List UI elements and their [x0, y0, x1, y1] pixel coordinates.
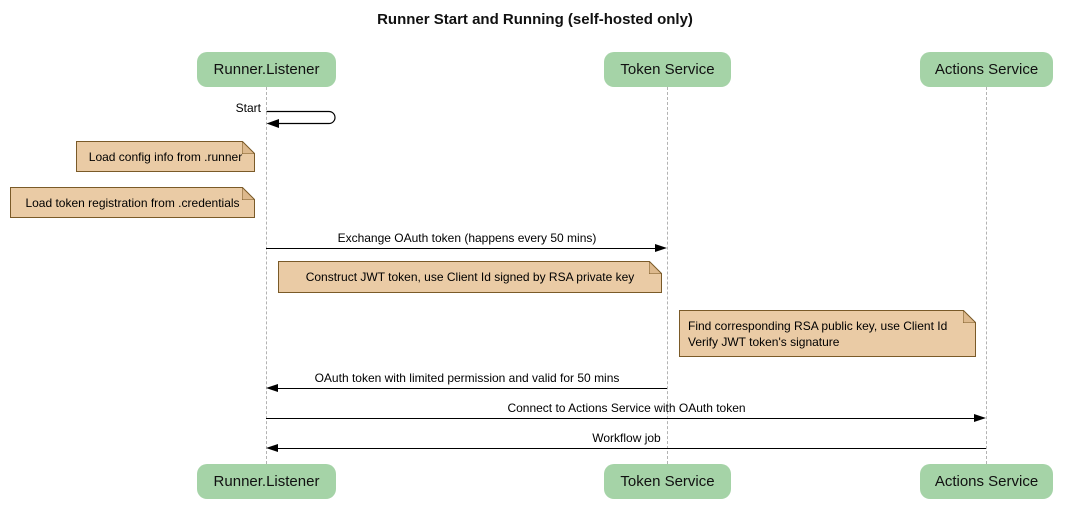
note-verify-jwt: Find corresponding RSA public key, use C…	[679, 310, 976, 357]
note-fold-icon	[242, 141, 255, 154]
message-start-label: Start	[235, 101, 261, 115]
participant-label: Actions Service	[934, 473, 1039, 490]
participant-token-service-top: Token Service	[604, 52, 731, 87]
arrowhead-left-icon	[266, 119, 279, 128]
note-construct-jwt: Construct JWT token, use Client Id signe…	[278, 261, 662, 293]
message-line	[277, 448, 986, 449]
self-message-loop	[266, 110, 336, 128]
participant-runner-listener-bottom: Runner.Listener	[197, 464, 336, 499]
note-load-token-registration: Load token registration from .credential…	[10, 187, 255, 218]
arrowhead-right-icon	[974, 414, 986, 422]
participant-label: Actions Service	[934, 61, 1039, 78]
participant-label: Token Service	[620, 61, 715, 78]
lifeline-actions-service	[986, 87, 987, 464]
note-text-line2: Verify JWT token's signature	[688, 334, 840, 349]
message-label: Exchange OAuth token (happens every 50 m…	[337, 231, 597, 245]
arrowhead-left-icon	[266, 384, 278, 392]
lifeline-token-service	[667, 87, 668, 464]
lifeline-runner-listener	[266, 87, 267, 464]
note-text: Load config info from .runner	[88, 149, 243, 164]
note-text: Load token registration from .credential…	[25, 195, 240, 210]
message-line	[277, 388, 667, 389]
participant-label: Runner.Listener	[213, 61, 320, 78]
diagram-title: Runner Start and Running (self-hosted on…	[377, 11, 693, 28]
message-line	[266, 418, 975, 419]
arrowhead-left-icon	[266, 444, 278, 452]
participant-token-service-bottom: Token Service	[604, 464, 731, 499]
note-fold-icon	[242, 187, 255, 200]
participant-actions-service-top: Actions Service	[920, 52, 1053, 87]
participant-label: Runner.Listener	[213, 473, 320, 490]
note-fold-icon	[649, 261, 662, 274]
message-line	[266, 248, 656, 249]
note-text: Construct JWT token, use Client Id signe…	[305, 270, 635, 284]
message-label: OAuth token with limited permission and …	[314, 371, 620, 385]
note-load-config: Load config info from .runner	[76, 141, 255, 172]
message-label: Workflow job	[592, 431, 661, 445]
note-fold-icon	[963, 310, 976, 323]
participant-actions-service-bottom: Actions Service	[920, 464, 1053, 499]
note-text-line1: Find corresponding RSA public key, use C…	[688, 318, 948, 333]
participant-label: Token Service	[620, 473, 715, 490]
message-label: Connect to Actions Service with OAuth to…	[507, 401, 746, 415]
participant-runner-listener-top: Runner.Listener	[197, 52, 336, 87]
arrowhead-right-icon	[655, 244, 667, 252]
